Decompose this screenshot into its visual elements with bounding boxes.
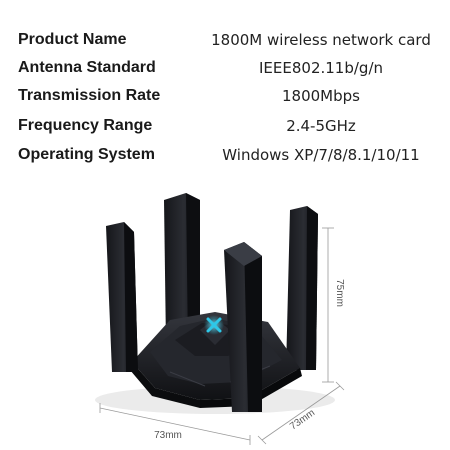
antenna-front-left (106, 222, 138, 372)
antenna-back-right (286, 206, 318, 370)
spec-value: Windows XP/7/8/8.1/10/11 (222, 146, 420, 164)
dimension-height-label: 75mm (334, 279, 345, 307)
spec-label: Frequency Range (18, 117, 153, 134)
antenna-front-center (224, 242, 262, 412)
spec-row-frequency-range: Frequency Range 2.4-5GHz (0, 112, 450, 140)
spec-label: Transmission Rate (18, 87, 161, 104)
antenna-back-center (164, 193, 200, 345)
spec-row-operating-system: Operating System Windows XP/7/8/8.1/10/1… (0, 141, 450, 169)
spec-value: 1800Mbps (282, 87, 360, 105)
spec-value: IEEE802.11b/g/n (259, 59, 383, 77)
x-logo-icon (204, 315, 224, 335)
spec-value: 1800M wireless network card (211, 31, 431, 49)
spec-label: Antenna Standard (18, 59, 156, 76)
spec-row-transmission-rate: Transmission Rate 1800Mbps (0, 82, 450, 110)
dimension-lines (99, 227, 345, 445)
dimension-depth-label: 73mm (288, 407, 317, 432)
spec-label: Operating System (18, 146, 155, 163)
spec-row-product-name: Product Name 1800M wireless network card (0, 26, 450, 54)
spec-row-antenna-standard: Antenna Standard IEEE802.11b/g/n (0, 54, 450, 82)
spec-label: Product Name (18, 31, 127, 48)
spec-value: 2.4-5GHz (286, 117, 356, 135)
dimension-width-label: 73mm (154, 430, 182, 441)
